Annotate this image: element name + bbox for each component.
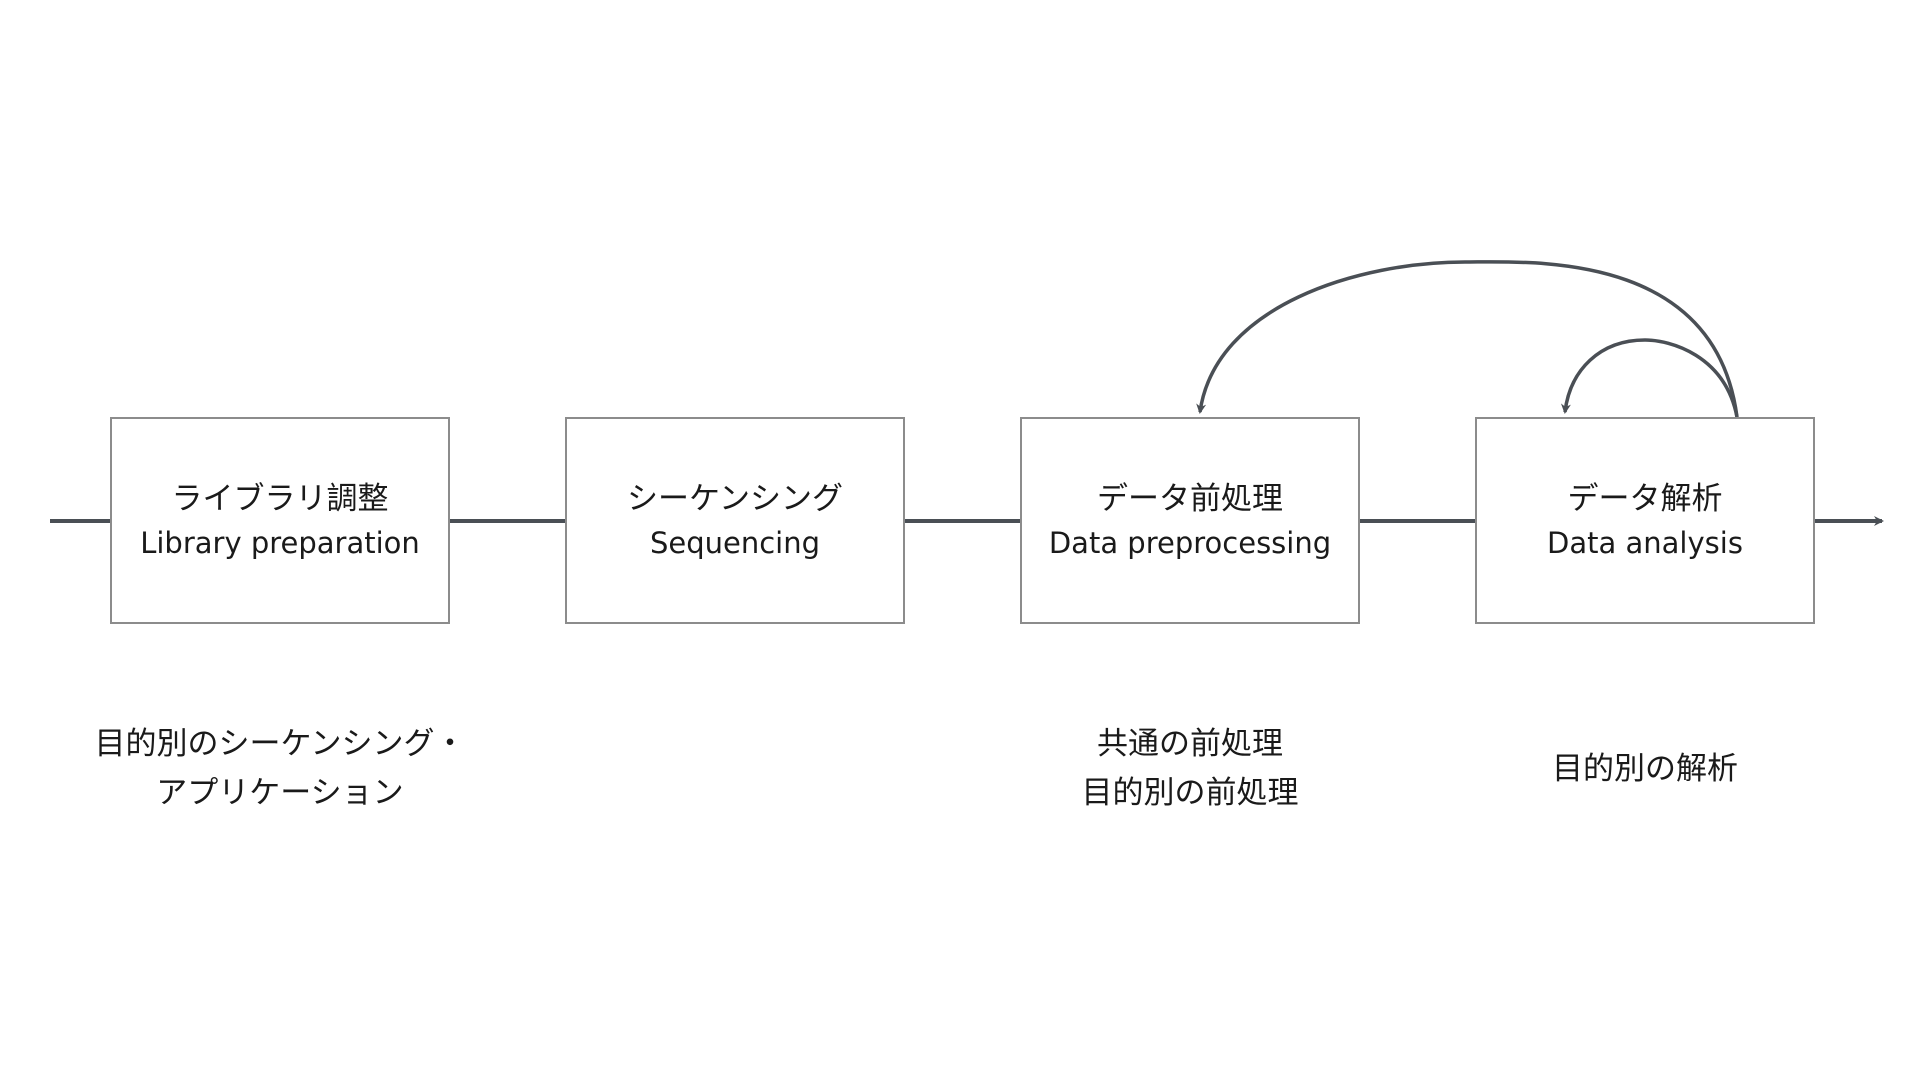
step-title-en: Library preparation [140,525,420,560]
note-line: 共通の前処理 [1097,726,1283,762]
note-line: 目的別の解析 [1552,751,1738,787]
step-title-jp: データ解析 [1567,480,1723,517]
note-data-preprocessing: 共通の前処理 目的別の前処理 [940,720,1440,818]
step-title-jp: データ前処理 [1097,480,1283,517]
feedback-arrow-self-loop [1560,338,1739,418]
step-data-preprocessing: データ前処理 Data preprocessing [1020,417,1360,624]
step-title-jp: ライブラリ調整 [171,480,389,517]
note-line: アプリケーション [156,775,404,811]
note-library-preparation: 目的別のシーケンシング・ アプリケーション [30,720,530,818]
step-title-en: Sequencing [649,525,821,560]
note-data-analysis: 目的別の解析 [1395,745,1895,794]
step-title-en: Data analysis [1547,525,1743,560]
feedback-arrow-to-preprocessing [1196,260,1739,418]
step-sequencing: シーケンシング Sequencing [565,417,905,624]
step-title-jp: シーケンシング [626,480,844,517]
note-line: 目的別のシーケンシング・ [94,726,466,762]
step-library-preparation: ライブラリ調整 Library preparation [110,417,450,624]
note-line: 目的別の前処理 [1081,775,1299,811]
step-title-en: Data preprocessing [1048,525,1332,560]
step-data-analysis: データ解析 Data analysis [1475,417,1815,624]
